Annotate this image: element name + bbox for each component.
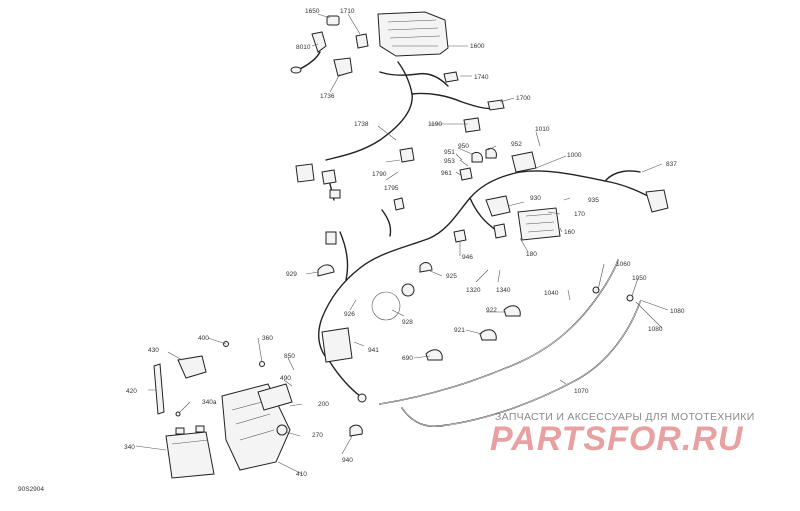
callout-1650: 1650 xyxy=(305,8,320,15)
strap-420 xyxy=(153,363,165,415)
callout-928: 928 xyxy=(402,319,413,326)
callout-1080-a: 1080 xyxy=(670,308,685,315)
callout-340: 340 xyxy=(124,444,135,451)
relay-1736 xyxy=(333,57,353,77)
watermark-logo: PARTSFOR.RU xyxy=(490,420,744,458)
callout-930: 930 xyxy=(530,195,541,202)
relay-930 xyxy=(485,195,511,217)
callout-946: 946 xyxy=(462,254,473,261)
harness-1738 xyxy=(325,61,413,161)
callout-837: 837 xyxy=(666,161,677,168)
callout-340a: 340a xyxy=(202,399,217,406)
callout-925: 925 xyxy=(446,273,457,280)
callout-410: 410 xyxy=(296,471,307,478)
callout-850: 850 xyxy=(284,353,295,360)
callout-1000: 1000 xyxy=(567,152,582,159)
bracket-430 xyxy=(177,355,207,379)
callout-1010: 1010 xyxy=(535,126,550,133)
callout-926: 926 xyxy=(344,311,355,318)
cable-1040 xyxy=(379,259,619,405)
watermark-tagline: ЗАПЧАСТИ И АКСЕССУАРЫ ДЛЯ МОТОТЕХНИКИ xyxy=(495,411,755,423)
callout-8010: 8010 xyxy=(296,44,311,51)
callout-1710: 1710 xyxy=(340,8,355,15)
callout-400: 400 xyxy=(198,335,209,342)
harness-8010 xyxy=(311,31,327,53)
callout-1060: 1060 xyxy=(616,261,631,268)
callout-490: 490 xyxy=(280,375,291,382)
callout-1738: 1738 xyxy=(354,121,369,128)
main-harness xyxy=(318,171,521,363)
module-941 xyxy=(321,327,353,363)
leader-lines xyxy=(135,13,669,475)
callout-270: 270 xyxy=(312,432,323,439)
callout-1190: 1190 xyxy=(428,121,442,128)
callout-1080-b: 1080 xyxy=(648,326,663,333)
cable-1070 xyxy=(401,301,641,427)
battery-340 xyxy=(165,431,215,479)
instrument-cluster xyxy=(377,11,449,57)
callout-1740: 1740 xyxy=(474,74,489,81)
callout-961: 961 xyxy=(441,170,452,177)
callout-180: 180 xyxy=(526,251,537,258)
callout-1320: 1320 xyxy=(466,287,481,294)
callout-360: 360 xyxy=(262,335,273,342)
callout-1340: 1340 xyxy=(496,287,511,294)
callout-160: 160 xyxy=(564,229,575,236)
callout-1050: 1050 xyxy=(632,275,647,282)
callout-951: 951 xyxy=(444,149,455,156)
switch-1650 xyxy=(326,15,340,26)
callout-940: 940 xyxy=(342,457,353,464)
callout-935: 935 xyxy=(588,197,599,204)
callout-1736: 1736 xyxy=(320,93,335,100)
callout-labels: 1650 1710 1600 8010 1736 1740 1700 1738 … xyxy=(124,8,685,478)
callout-1600: 1600 xyxy=(470,43,485,50)
callout-430: 430 xyxy=(148,347,159,354)
callout-1790: 1790 xyxy=(372,171,387,178)
callout-941: 941 xyxy=(368,347,379,354)
parts-drawing xyxy=(153,11,669,479)
callout-950: 950 xyxy=(458,143,469,150)
callout-922: 922 xyxy=(486,307,497,314)
callout-1040: 1040 xyxy=(544,290,559,297)
callout-1070: 1070 xyxy=(574,388,589,395)
callout-921: 921 xyxy=(454,327,465,334)
callout-953: 953 xyxy=(444,158,455,165)
callout-420: 420 xyxy=(126,388,137,395)
callout-200: 200 xyxy=(318,401,329,408)
callout-929: 929 xyxy=(286,271,297,278)
callout-952: 952 xyxy=(511,141,522,148)
callout-690: 690 xyxy=(402,355,413,362)
callout-1795: 1795 xyxy=(384,185,399,192)
callout-1700: 1700 xyxy=(516,95,531,102)
diagram-reference-code: 90S2904 xyxy=(18,486,45,493)
callout-170: 170 xyxy=(574,211,585,218)
